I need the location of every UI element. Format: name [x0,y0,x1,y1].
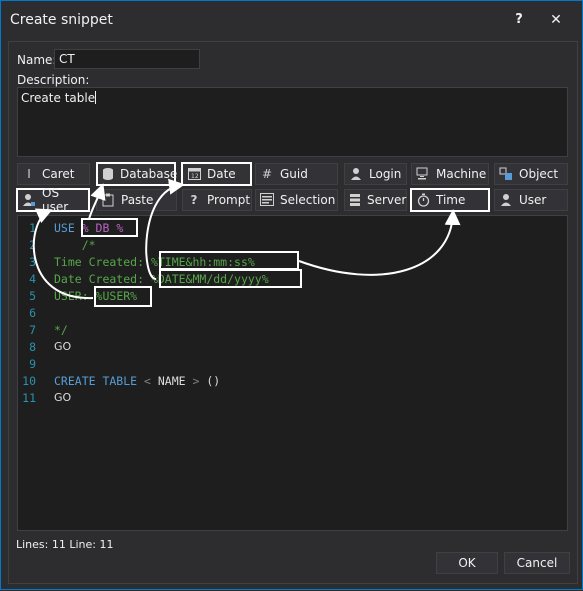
code-line: GO [54,340,72,353]
description-input[interactable]: Create table [17,87,568,157]
login-icon [349,167,363,181]
machine-button[interactable]: Machine [411,163,489,185]
description-label: Description: [17,73,90,87]
hash-icon: # [261,167,273,181]
line-number: 9 [29,357,36,371]
status-text: Lines: 11 Line: 11 [16,538,114,551]
comment-text: Date Created: [54,272,151,286]
selection-icon [260,193,274,207]
login-button[interactable]: Login [344,163,407,185]
line-number: 4 [29,272,36,286]
code-line: CREATE TABLE < NAME > () [54,374,220,388]
cancel-button[interactable]: Cancel [504,552,570,574]
prompt-button[interactable]: ?Prompt [182,189,252,211]
name-input[interactable]: CT [54,49,200,69]
paste-button[interactable]: Paste [96,189,177,211]
line-number: 3 [29,255,36,269]
line-number: 7 [29,323,36,337]
object-icon [499,167,513,181]
comment-text: USER: [54,289,96,303]
time-variable-highlight [159,251,299,270]
calendar-icon: 12 [187,167,201,181]
code-line: /* [54,238,96,252]
question-icon: ? [190,193,198,207]
user-variable-highlight [94,286,152,307]
angle-bracket: < [137,374,158,388]
os-user-icon [22,193,36,207]
code-line: */ [54,323,68,337]
line-number: 11 [22,391,36,405]
line-number: 8 [29,340,36,354]
description-text: Create table [21,91,96,105]
text-caret [95,91,97,104]
close-button[interactable]: ✕ [550,12,562,28]
name-placeholder: NAME [157,374,186,388]
object-button[interactable]: Object [494,163,568,185]
line-number: 1 [29,221,36,235]
code-editor[interactable]: 1 2 3 4 5 6 7 8 9 10 11 USE % DB % /* Ti… [17,215,568,531]
title-bar: Create snippet ? ✕ [1,1,582,37]
parentheses: () [206,374,221,388]
date-button[interactable]: 12 Date [181,162,252,186]
paste-icon [101,193,115,207]
db-variable-highlight [81,218,138,237]
server-icon [349,193,361,207]
comment-text: Time Created: [54,255,151,269]
database-button[interactable]: Database [96,162,177,186]
angle-bracket: > [185,374,207,388]
keyword: CREATE TABLE [54,374,138,388]
date-variable-highlight [159,269,302,288]
user-variable: %USER% [95,289,138,303]
name-label: Name: [17,53,57,67]
line-number: 5 [29,289,36,303]
user-icon [499,193,513,207]
snippet-panel [8,41,578,584]
svg-text:12: 12 [191,173,199,180]
user-button[interactable]: User [494,189,568,211]
guid-button[interactable]: #Guid [255,163,338,185]
keyword: USE [54,221,82,235]
caret-icon: I [27,167,31,181]
line-number: 10 [22,374,36,388]
selection-button[interactable]: Selection [255,189,338,211]
server-button[interactable]: Server [344,189,407,211]
os-user-button[interactable]: OS user [16,186,90,214]
dialog-title: Create snippet [10,12,113,28]
code-line: GO [54,391,72,404]
time-button[interactable]: Time [410,188,490,212]
database-icon [102,167,114,181]
line-number: 2 [29,238,36,252]
help-button[interactable]: ? [515,12,523,27]
computer-icon [416,167,430,181]
ok-button[interactable]: OK [436,552,498,574]
line-number: 6 [29,306,36,320]
stopwatch-icon [416,193,430,207]
